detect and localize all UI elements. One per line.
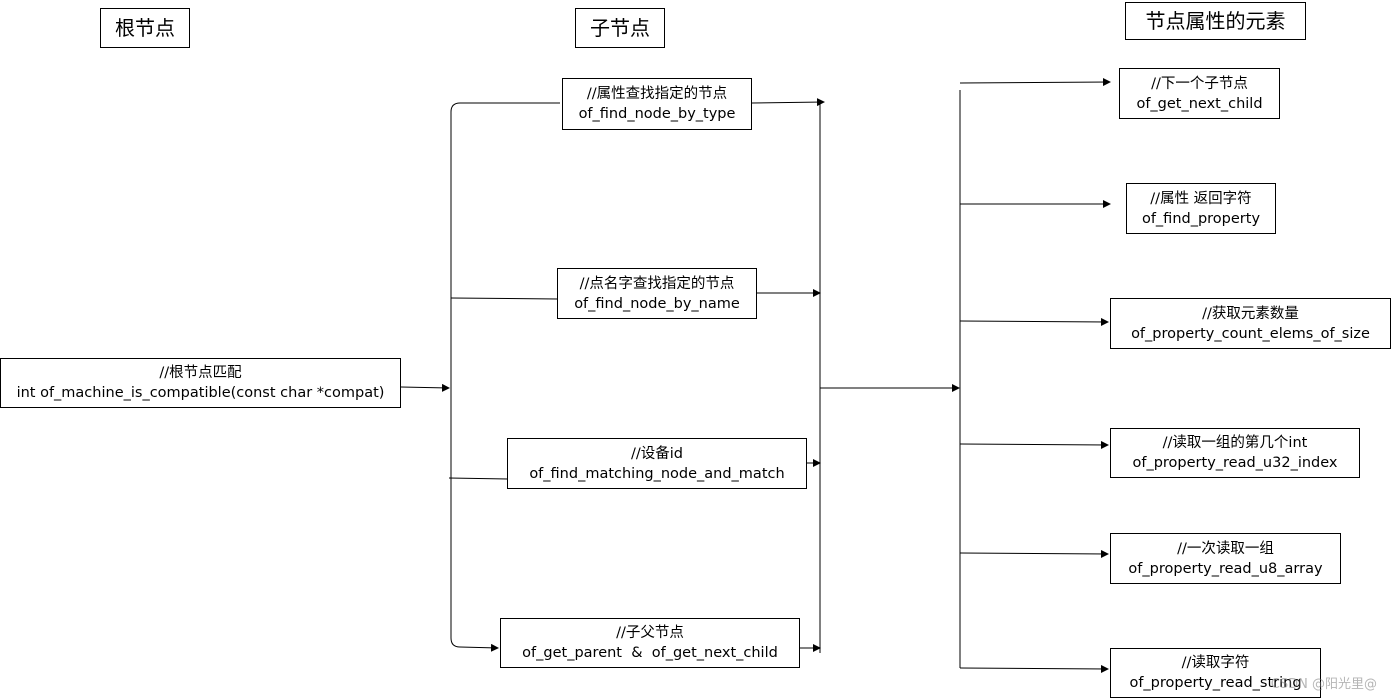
node-comment: //子父节点 <box>616 625 684 641</box>
node-find-property: //属性 返回字符 of_find_property <box>1126 183 1276 234</box>
node-comment: //下一个子节点 <box>1151 75 1248 92</box>
edge-prop-5 <box>959 549 1109 558</box>
header-root: 根节点 <box>100 8 190 48</box>
node-function: of_get_next_child <box>1136 95 1263 112</box>
node-comment: //点名字查找指定的节点 <box>579 275 735 292</box>
node-find-matching: //设备id of_find_matching_node_and_match <box>507 438 807 489</box>
node-function: of_get_parent & of_get_next_child <box>522 645 778 661</box>
node-function: of_find_node_by_name <box>574 295 740 312</box>
watermark: CSDN @阳光里@ <box>1270 677 1377 692</box>
node-function: of_property_read_u32_index <box>1132 455 1338 471</box>
node-function: of_property_count_elems_of_size <box>1131 325 1370 342</box>
node-comment: //属性查找指定的节点 <box>586 86 728 102</box>
node-read-u32-index: //读取一组的第几个int of_property_read_u32_index <box>1110 428 1360 478</box>
node-function: of_property_read_u8_array <box>1128 560 1323 577</box>
node-comment: //读取字符 <box>1181 655 1250 671</box>
edge-prop-1 <box>959 78 1111 87</box>
node-function: of_find_matching_node_and_match <box>529 465 785 482</box>
node-comment: //设备id <box>630 445 683 462</box>
node-comment: //读取一组的第几个int <box>1162 435 1308 451</box>
edge-prop-6 <box>959 664 1109 673</box>
node-read-u8-array: //一次读取一组 of_property_read_u8_array <box>1110 533 1341 584</box>
edge-bus-to-match <box>448 477 509 480</box>
node-count-elems: //获取元素数量 of_property_count_elems_of_size <box>1110 298 1391 349</box>
edge-prop-4 <box>959 440 1109 449</box>
node-root-match: //根节点匹配 int of_machine_is_compatible(con… <box>0 358 401 408</box>
left-bus <box>450 102 560 652</box>
node-function: int of_machine_is_compatible(const char … <box>16 385 385 401</box>
edge-root-to-bus <box>400 383 450 392</box>
node-get-parent: //子父节点 of_get_parent & of_get_next_child <box>500 618 800 668</box>
node-find-by-type: //属性查找指定的节点 of_find_node_by_type <box>562 78 752 130</box>
header-child: 子节点 <box>575 8 665 48</box>
node-read-string: //读取字符 of_property_read_string <box>1110 648 1321 698</box>
node-comment: //一次读取一组 <box>1177 540 1274 557</box>
node-comment: //属性 返回字符 <box>1150 190 1252 207</box>
node-function: of_find_node_by_type <box>578 106 736 122</box>
node-find-by-name: //点名字查找指定的节点 of_find_node_by_name <box>557 268 757 319</box>
edge-bus-to-name <box>450 297 559 300</box>
node-function: of_find_property <box>1141 210 1261 227</box>
node-function: of_property_read_string <box>1129 675 1302 691</box>
node-comment: //根节点匹配 <box>159 365 242 381</box>
header-props: 节点属性的元素 <box>1125 2 1306 40</box>
edge-prop-3 <box>959 317 1109 326</box>
node-get-next-child: //下一个子节点 of_get_next_child <box>1119 68 1280 119</box>
edge-type-to-bus <box>751 98 825 107</box>
node-comment: //获取元素数量 <box>1202 305 1299 322</box>
